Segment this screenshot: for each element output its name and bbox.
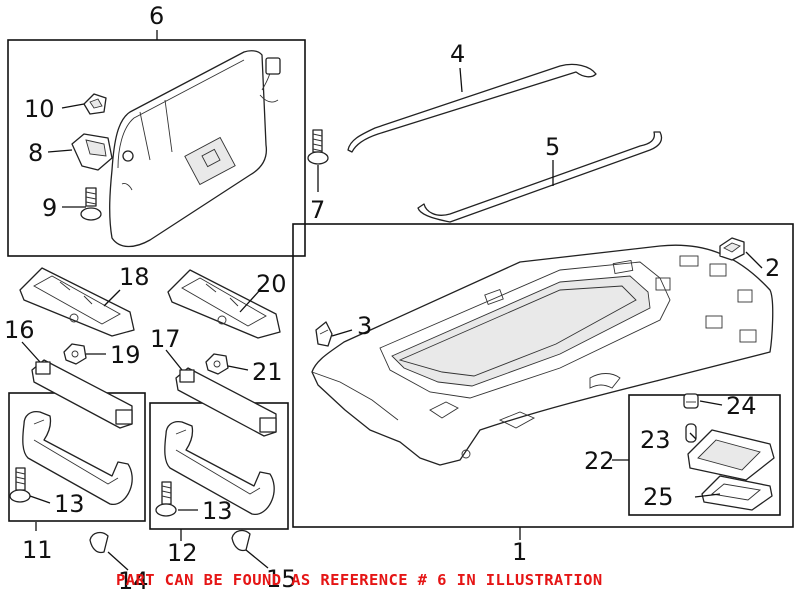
callout-numbers: 6 10 8 9 7 4 5 2 3 18 20 16 19 17 21 13 … <box>4 2 780 595</box>
callout-4: 4 <box>450 40 465 68</box>
part-9-screw <box>80 187 102 221</box>
callout-23: 23 <box>640 426 671 454</box>
callout-25: 25 <box>643 483 674 511</box>
part-2-clip <box>719 237 745 261</box>
sun-visor-part <box>109 50 281 248</box>
part-13-screw-right <box>155 481 177 517</box>
reference-note: PART CAN BE FOUND AS REFERENCE # 6 IN IL… <box>116 571 603 589</box>
part-22-lamp-housing <box>687 429 775 481</box>
part-15-cap <box>231 529 251 552</box>
callout-8: 8 <box>28 139 43 167</box>
callout-14: 14 <box>118 567 149 595</box>
leader-lines <box>21 30 763 571</box>
part-13-screw-left <box>9 467 31 503</box>
part-3-bracket <box>315 321 333 347</box>
part-18-bracket <box>19 267 135 337</box>
callout-16: 16 <box>4 316 35 344</box>
part-7-screw <box>307 129 329 165</box>
callout-18: 18 <box>119 263 150 291</box>
callout-6: 6 <box>149 2 164 30</box>
callout-22: 22 <box>584 447 615 475</box>
part-21-nut <box>205 353 229 375</box>
callout-3: 3 <box>357 312 372 340</box>
part-1-headliner <box>311 244 774 466</box>
part-23-bulb <box>685 423 697 443</box>
part-4-seal-strip <box>347 63 597 153</box>
part-5-seal-strip <box>417 131 663 223</box>
callout-2: 2 <box>765 254 780 282</box>
part-25-lens <box>701 475 773 511</box>
callout-11: 11 <box>22 536 53 564</box>
callout-15: 15 <box>266 565 297 593</box>
dome-lamp-group-box <box>628 394 781 516</box>
part-8-bracket <box>71 133 113 171</box>
part-16-bracket <box>31 359 133 429</box>
callout-1: 1 <box>512 538 527 566</box>
callout-5: 5 <box>545 133 560 161</box>
part-19-nut <box>63 343 87 365</box>
part-17-bracket <box>175 367 277 437</box>
grab-handle-right <box>164 420 275 516</box>
part-20-bracket <box>167 269 281 339</box>
callout-12: 12 <box>167 539 198 567</box>
headliner-group-box <box>292 223 794 528</box>
callout-17: 17 <box>150 325 181 353</box>
callout-21: 21 <box>252 358 283 386</box>
part-24-bulb <box>683 393 699 409</box>
callout-10: 10 <box>24 95 55 123</box>
callout-7: 7 <box>310 196 325 224</box>
callout-13-right: 13 <box>202 497 233 525</box>
callout-19: 19 <box>110 341 141 369</box>
grab-handle-left <box>22 410 133 506</box>
part-14-cap <box>89 531 109 554</box>
part-10-clip <box>83 93 107 115</box>
callout-13-left: 13 <box>54 490 85 518</box>
callout-20: 20 <box>256 270 287 298</box>
callout-24: 24 <box>726 392 757 420</box>
callout-9: 9 <box>42 194 57 222</box>
